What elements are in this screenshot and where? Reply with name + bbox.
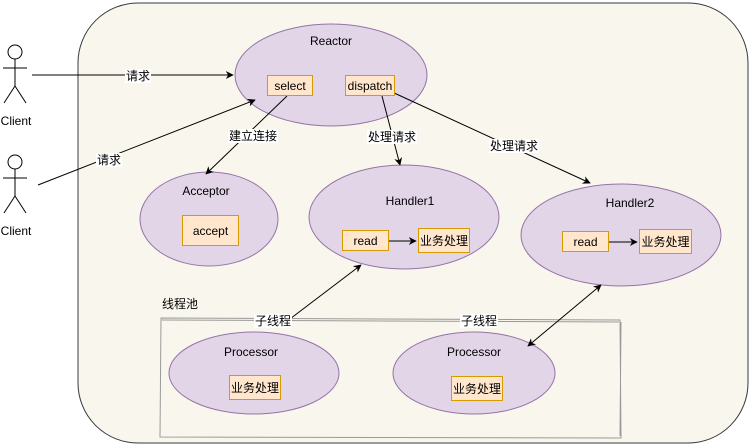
- edge-handler2-processor2: [527, 284, 602, 347]
- handler1-ellipse[interactable]: [308, 164, 500, 270]
- dispatch-box[interactable]: dispatch: [345, 75, 395, 96]
- processor2-title: Processor: [446, 345, 502, 359]
- client2-label: Client: [0, 224, 32, 238]
- edge-label-handle-request-2: 处理请求: [489, 139, 540, 153]
- client2-figure[interactable]: [3, 154, 27, 214]
- handler2-read-box[interactable]: read: [562, 231, 609, 252]
- handler2-ellipse[interactable]: [520, 183, 722, 287]
- edge-handler1-processor1: [281, 264, 362, 326]
- edge-label-request-1: 请求: [125, 69, 152, 83]
- handler1-read-box[interactable]: read: [342, 230, 389, 251]
- edge-dispatch-handler2: [391, 91, 591, 184]
- edge-client2-reactor: [37, 98, 256, 186]
- processor2-ellipse[interactable]: [392, 331, 556, 415]
- connectors: [32, 71, 638, 347]
- acceptor-title: Acceptor: [182, 184, 230, 198]
- handler2-business-box[interactable]: 业务处理: [639, 229, 692, 254]
- select-box[interactable]: select: [267, 75, 313, 96]
- processor1-business-box[interactable]: 业务处理: [229, 375, 281, 400]
- thread-pool-label: 线程池: [162, 297, 199, 311]
- handler1-business-box[interactable]: 业务处理: [418, 228, 470, 253]
- processor1-ellipse[interactable]: [168, 331, 340, 415]
- reactor-title: Reactor: [309, 34, 353, 48]
- handler2-title: Handler2: [605, 196, 655, 210]
- sub-thread-label-2: 子线程: [460, 314, 499, 328]
- sub-thread-label-1: 子线程: [254, 314, 293, 328]
- edge-label-request-2: 请求: [96, 153, 123, 167]
- edge-label-handle-request-1: 处理请求: [367, 130, 418, 144]
- handler1-title: Handler1: [385, 194, 435, 208]
- processor1-title: Processor: [223, 345, 279, 359]
- accept-box[interactable]: accept: [182, 215, 239, 246]
- edge-label-establish-connection: 建立连接: [228, 129, 279, 143]
- processor2-business-box[interactable]: 业务处理: [451, 376, 503, 401]
- client1-figure[interactable]: [3, 44, 27, 104]
- client1-label: Client: [0, 114, 32, 128]
